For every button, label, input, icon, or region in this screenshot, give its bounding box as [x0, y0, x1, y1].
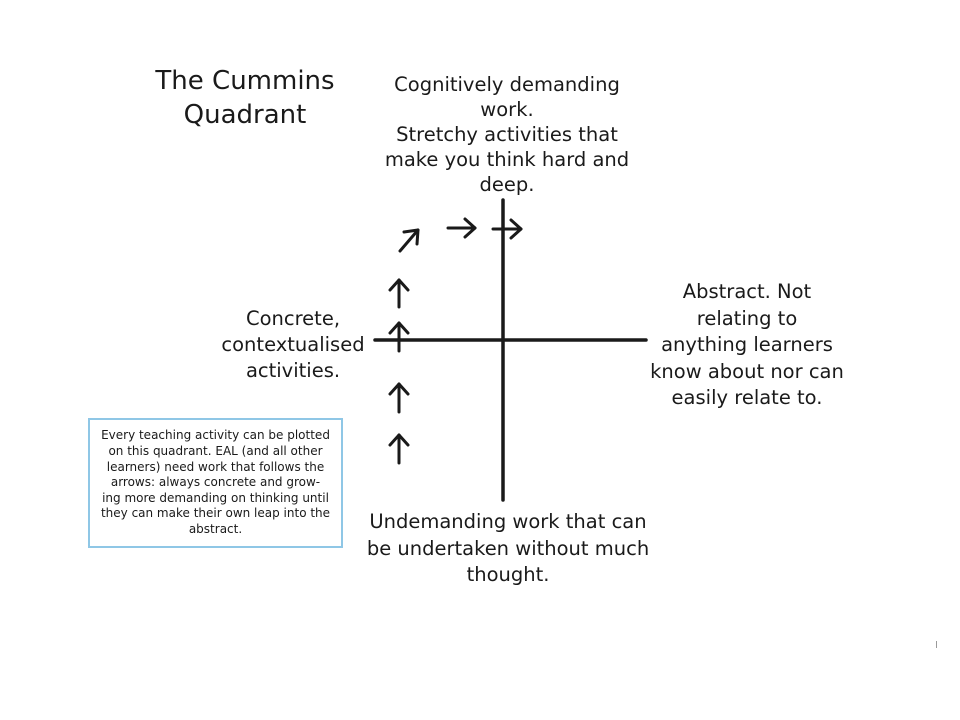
up-arrow-icon [388, 382, 410, 414]
diagram-title: The Cummins Quadrant [155, 66, 335, 130]
explanation-note-box: Every teaching activity can be plotted o… [88, 418, 343, 548]
note-line: ing more demanding on thinking until [102, 490, 329, 505]
diagonal-arrow-icon [398, 228, 420, 253]
up-arrow-icon [388, 433, 410, 465]
top-axis-label: Cognitively demanding work. Stretchy act… [378, 72, 636, 197]
bottom-axis-label-line: be undertaken without much [366, 536, 650, 560]
top-axis-label-line: deep. [479, 173, 535, 196]
right-axis-label-line: relating to [696, 306, 798, 330]
up-arrow-icon [388, 278, 410, 309]
top-axis-label-line: Cognitively demanding [394, 73, 620, 96]
bottom-axis-label: Undemanding work that can be undertaken … [362, 509, 654, 589]
explanation-note-text: Every teaching activity can be plotted o… [95, 428, 336, 537]
note-line: abstract. [188, 521, 243, 536]
top-axis-label-line: make you think hard and [384, 148, 630, 171]
right-axis-label-line: know about nor can [650, 359, 844, 383]
note-line: arrows: always concrete and grow- [110, 475, 321, 490]
right-arrow-icon [491, 218, 523, 240]
right-axis-label: Abstract. Not relating to anything learn… [648, 279, 846, 412]
note-line: on this quadrant. EAL (and all other [108, 444, 323, 459]
left-axis-label-line: activities. [245, 359, 341, 382]
edge-tick [936, 641, 937, 648]
left-axis-label-line: Concrete, [245, 307, 341, 330]
note-line: learners) need work that follows the [106, 459, 325, 474]
bottom-axis-label-line: Undemanding work that can [369, 510, 647, 533]
bottom-axis-label-line: thought. [466, 563, 550, 586]
right-axis-label-line: anything learners [661, 333, 833, 356]
up-arrow-icon [388, 321, 410, 353]
left-axis-label: Concrete, contextualised activities. [212, 306, 374, 384]
note-line: Every teaching activity can be plotted [101, 428, 330, 443]
right-axis-label-line: Abstract. Not [682, 280, 812, 303]
top-axis-label-line: work. [480, 98, 534, 121]
note-line: they can make their own leap into the [100, 506, 331, 521]
top-axis-label-line: Stretchy activities that [396, 123, 618, 146]
left-axis-label-line: contextualised [221, 333, 365, 356]
right-arrow-icon [446, 217, 477, 239]
right-axis-label-line: easily relate to. [671, 386, 823, 409]
